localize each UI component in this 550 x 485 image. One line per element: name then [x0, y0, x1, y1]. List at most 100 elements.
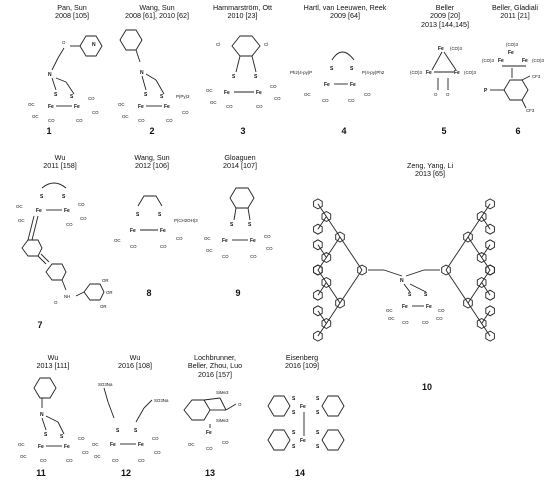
- caption-12: Wu 2016 [108]: [100, 353, 170, 371]
- svg-text:Fe: Fe: [250, 238, 256, 244]
- svg-text:Fe: Fe: [64, 444, 70, 450]
- caption-5: Beller 2009 [20] 2013 [144,145]: [410, 3, 480, 29]
- svg-text:OC: OC: [16, 204, 23, 209]
- compound-number-5: 5: [441, 126, 447, 136]
- svg-text:CO: CO: [138, 458, 145, 463]
- svg-text:OC: OC: [118, 102, 125, 107]
- benzyl-ring: [485, 239, 495, 251]
- svg-text:CO: CO: [152, 436, 159, 441]
- benzyl-ring: [335, 231, 345, 243]
- structure-3: Cl Cl S S Fe Fe OC OC CO CO CO CO: [206, 35, 281, 109]
- svg-text:CO: CO: [112, 458, 119, 463]
- svg-text:CO: CO: [222, 440, 229, 445]
- branch-bond: [325, 302, 341, 324]
- svg-text:CO: CO: [78, 202, 85, 207]
- branch-bond: [481, 257, 491, 271]
- authors-9: Gloaguen: [224, 153, 256, 162]
- compound-number-3: 3: [240, 126, 246, 136]
- caption-1: Pan, Sun 2008 [105]: [32, 3, 112, 21]
- svg-text:Fe: Fe: [64, 208, 70, 214]
- caption-4: Hartl, van Leeuwen, Reek 2009 [64]: [290, 3, 400, 21]
- svg-text:CF3: CF3: [526, 108, 535, 113]
- ref-12: 2016 [108]: [118, 361, 152, 371]
- svg-text:OC: OC: [18, 218, 25, 223]
- svg-text:Fe: Fe: [38, 444, 44, 450]
- structure-7: S S Fe Fe OC OC CO CO CO NH O OR OR OR: [16, 182, 113, 309]
- svg-text:S: S: [292, 430, 296, 436]
- svg-text:CO: CO: [176, 236, 183, 241]
- svg-text:N: N: [40, 412, 44, 418]
- svg-text:O: O: [54, 300, 58, 305]
- caption-13: Lochbrunner, Beller, Zhou, Luo 2016 [157…: [170, 353, 260, 379]
- svg-text:S: S: [62, 194, 66, 200]
- branch-bond: [325, 216, 341, 238]
- svg-text:SO3Na: SO3Na: [98, 382, 113, 387]
- svg-text:(CO)3: (CO)3: [464, 70, 477, 75]
- svg-text:S: S: [44, 432, 48, 438]
- svg-text:Fe: Fe: [138, 104, 144, 110]
- svg-text:(CO)3: (CO)3: [410, 70, 423, 75]
- branch-bond: [481, 323, 491, 337]
- svg-text:Fe: Fe: [426, 70, 432, 76]
- svg-text:S: S: [54, 92, 58, 98]
- svg-text:S: S: [316, 396, 320, 402]
- svg-text:OC: OC: [188, 442, 195, 447]
- compound-number-9: 9: [235, 288, 241, 298]
- svg-text:Fe: Fe: [402, 304, 408, 310]
- ref-1: 2008 [105]: [55, 11, 89, 21]
- svg-text:CO: CO: [438, 308, 445, 313]
- compound-number-14: 14: [294, 468, 306, 478]
- authors-11: Wu: [47, 353, 59, 362]
- svg-text:CO: CO: [166, 118, 173, 123]
- svg-text:Fe: Fe: [300, 404, 306, 410]
- svg-text:Fe: Fe: [160, 228, 166, 234]
- svg-text:OC: OC: [122, 114, 129, 119]
- svg-text:CO: CO: [154, 450, 161, 455]
- caption-11: Wu 2013 [111]: [18, 353, 88, 371]
- svg-text:CO: CO: [66, 458, 73, 463]
- svg-text:CO: CO: [138, 118, 145, 123]
- svg-text:OC: OC: [94, 454, 101, 459]
- authors-3: Hammarström, Ott: [212, 3, 273, 12]
- caption-10: Zeng, Yang, Li 2013 [65]: [385, 161, 475, 179]
- svg-text:CO: CO: [88, 96, 95, 101]
- svg-text:Fe: Fe: [224, 90, 230, 96]
- benzyl-ring: [313, 330, 323, 342]
- ref-3: 2010 [23]: [227, 11, 258, 21]
- ref-6: 2011 [21]: [500, 11, 530, 21]
- svg-text:OC: OC: [20, 454, 27, 459]
- svg-text:Fe: Fe: [130, 228, 136, 234]
- svg-text:CO: CO: [274, 96, 281, 101]
- dendrimer-branches: [313, 198, 495, 342]
- authors-5: Beller: [435, 3, 455, 12]
- branch-bond: [481, 244, 491, 258]
- svg-text:CO: CO: [160, 244, 167, 249]
- svg-text:CO: CO: [270, 84, 277, 89]
- ref-14: 2016 [109]: [285, 361, 319, 371]
- svg-text:N: N: [92, 42, 96, 48]
- ref-10: 2013 [65]: [415, 169, 445, 179]
- svg-text:NH: NH: [64, 294, 70, 299]
- authors-8: Wang, Sun: [134, 153, 170, 162]
- structure-10: N S S Fe Fe OC OC CO CO CO CO: [313, 198, 495, 342]
- benzyl-ring: [321, 251, 332, 264]
- caption-3: Hammarström, Ott 2010 [23]: [200, 3, 285, 21]
- benzyl-ring: [335, 297, 345, 309]
- caption-7: Wu 2011 [158]: [20, 153, 100, 171]
- svg-text:OC: OC: [204, 236, 211, 241]
- svg-text:S: S: [292, 396, 296, 402]
- benzyl-ring: [463, 231, 473, 243]
- structure-4: S S Fe Fe Ph2(4-py)P P(4-py)Ph2 OC CO CO…: [290, 51, 385, 103]
- svg-text:CO: CO: [76, 118, 83, 123]
- svg-text:Fe: Fe: [206, 430, 212, 436]
- compound-number-8: 8: [146, 288, 152, 298]
- branch-bond: [467, 236, 483, 258]
- svg-text:Ph2(4-py)P: Ph2(4-py)P: [290, 70, 312, 75]
- branch-bond: [317, 216, 327, 230]
- benzyl-ring: [313, 264, 323, 276]
- branch-bond: [325, 236, 341, 258]
- svg-text:N: N: [400, 278, 404, 284]
- svg-text:OC: OC: [386, 308, 393, 313]
- authors-4: Hartl, van Leeuwen, Reek: [303, 3, 387, 12]
- compound-number-6: 6: [515, 126, 521, 136]
